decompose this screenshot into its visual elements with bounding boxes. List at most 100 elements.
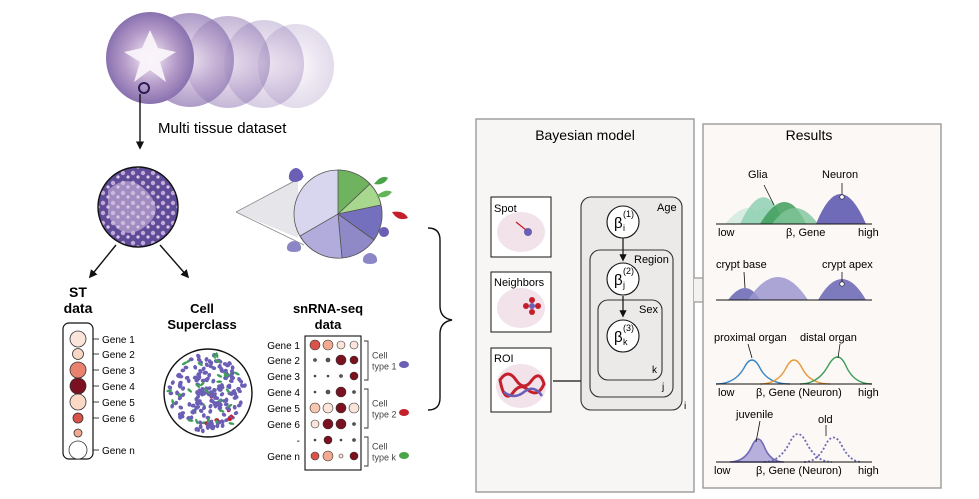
cell-dot bbox=[171, 398, 175, 405]
sn-expression-dot bbox=[326, 374, 330, 378]
sn-group-label: Cell bbox=[372, 351, 388, 361]
cell-dot bbox=[179, 414, 185, 419]
sn-expression-dot bbox=[338, 453, 344, 459]
cell-dot bbox=[212, 353, 216, 359]
cell-dot bbox=[221, 412, 227, 417]
cell-dot bbox=[216, 374, 223, 378]
svg-text:low: low bbox=[718, 227, 735, 239]
cell-dot bbox=[230, 365, 235, 370]
svg-text:Glia: Glia bbox=[748, 169, 768, 181]
st-gene-spot bbox=[69, 361, 87, 379]
cell-dot bbox=[216, 380, 223, 384]
cell-dot bbox=[194, 397, 199, 402]
arrow-to-cells bbox=[159, 244, 190, 279]
cell-dot bbox=[209, 399, 214, 404]
cell-dot bbox=[187, 419, 194, 422]
st-gene-spot bbox=[73, 428, 83, 438]
cell-dot bbox=[207, 386, 212, 391]
cell-title-line2: Superclass bbox=[167, 317, 236, 332]
st-gene-label: Gene n bbox=[102, 446, 135, 457]
cell-dot bbox=[227, 383, 232, 389]
sn-expression-dot bbox=[348, 402, 360, 414]
svg-text:crypt apex: crypt apex bbox=[822, 259, 873, 271]
sn-expression-dot bbox=[349, 355, 359, 365]
sn-expression-dot bbox=[325, 389, 331, 395]
cell-dot bbox=[208, 403, 213, 409]
cell-dot bbox=[206, 422, 211, 427]
cell-dot bbox=[167, 385, 173, 390]
sn-expression-dot bbox=[313, 358, 317, 362]
svg-text:low: low bbox=[714, 465, 731, 477]
sn-gene-label: Gene 5 bbox=[267, 404, 300, 415]
cell-dot bbox=[206, 417, 211, 423]
cell-dot bbox=[188, 357, 194, 362]
sn-expression-dot bbox=[322, 402, 334, 414]
sn-expression-dot bbox=[322, 450, 334, 462]
plate-age-index: i bbox=[684, 401, 686, 412]
results-title: Results bbox=[786, 127, 833, 143]
sn-expression-dot bbox=[309, 339, 321, 351]
cell-dot bbox=[190, 403, 196, 408]
cell-dot bbox=[201, 405, 207, 411]
sn-title-line2: data bbox=[315, 317, 343, 332]
cell-dot bbox=[198, 420, 203, 425]
svg-text:β, Gene (Neuron): β, Gene (Neuron) bbox=[756, 465, 842, 477]
svg-text:juvenile: juvenile bbox=[735, 409, 773, 421]
sn-expression-dot bbox=[339, 374, 343, 378]
cell-dot bbox=[212, 387, 217, 393]
cell-dot bbox=[204, 362, 209, 368]
svg-text:high: high bbox=[858, 465, 879, 477]
sn-gene-label: Gene 2 bbox=[267, 356, 300, 367]
cell-dot bbox=[238, 400, 243, 406]
cell-dot bbox=[227, 361, 232, 366]
svg-text:j: j bbox=[622, 280, 625, 290]
cell-superclass-dots bbox=[166, 352, 247, 434]
sn-expression-dot bbox=[313, 438, 317, 442]
node-beta-2: β j (2) bbox=[606, 262, 640, 296]
merge-bracket bbox=[427, 227, 453, 411]
svg-text:(2): (2) bbox=[623, 266, 634, 276]
sn-expression-dot bbox=[349, 371, 359, 381]
st-gene-spot bbox=[69, 330, 87, 348]
cell-dot bbox=[214, 359, 221, 363]
cell-dot bbox=[170, 380, 175, 385]
cell-dot bbox=[213, 403, 218, 407]
sn-group-label: type k bbox=[372, 453, 397, 463]
cell-dot bbox=[228, 422, 235, 425]
sn-expression-dot bbox=[335, 418, 347, 430]
cell-dot bbox=[170, 403, 175, 409]
cell-dot bbox=[220, 423, 225, 428]
st-gene-label: Gene 6 bbox=[102, 414, 135, 425]
st-gene-spot bbox=[69, 393, 87, 411]
results-panel-crypt: crypt base crypt apex bbox=[716, 259, 873, 301]
st-gene-label: Gene 5 bbox=[102, 398, 135, 409]
cell-dot bbox=[218, 409, 225, 413]
cell-dot bbox=[201, 366, 206, 372]
cell-dot bbox=[181, 386, 186, 391]
cell-dot bbox=[204, 378, 209, 383]
st-gene-label: Gene 3 bbox=[102, 366, 135, 377]
results-panel-organ: proximal organ distal organ low β, Gene … bbox=[714, 332, 879, 399]
cell-dot bbox=[189, 415, 194, 421]
plate-region-index: j bbox=[661, 382, 664, 393]
svg-text:distal organ: distal organ bbox=[800, 332, 857, 344]
sn-expression-dot bbox=[322, 339, 334, 351]
cell-dot bbox=[198, 424, 203, 430]
sn-group-cell-icon bbox=[399, 452, 409, 459]
cell-dot bbox=[225, 388, 231, 394]
cell-dot bbox=[187, 388, 193, 393]
cell-dot bbox=[168, 391, 174, 396]
sn-expression-dot bbox=[349, 340, 359, 350]
svg-text:β, Gene (Neuron): β, Gene (Neuron) bbox=[756, 387, 842, 399]
svg-text:proximal organ: proximal organ bbox=[714, 332, 787, 344]
cell-dot bbox=[227, 416, 232, 422]
st-title-line2: data bbox=[64, 300, 93, 316]
sn-expression-dot bbox=[352, 390, 356, 394]
st-gene-spot bbox=[69, 377, 87, 395]
cell-dot bbox=[223, 402, 229, 407]
sn-group-cell-icon bbox=[399, 361, 409, 368]
cell-dot bbox=[198, 401, 204, 406]
svg-text:i: i bbox=[623, 223, 625, 233]
